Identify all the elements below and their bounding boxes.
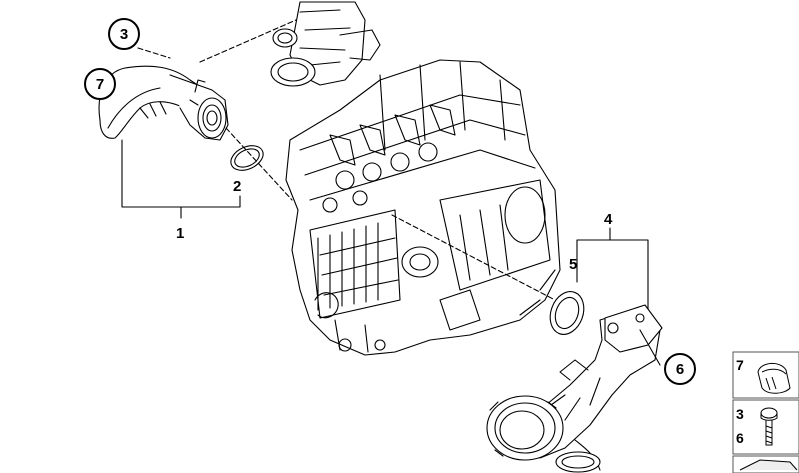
label-1: 1 (176, 225, 185, 242)
leader-3-housing (137, 19, 297, 63)
tool-icon (739, 459, 798, 471)
legend-num-7: 7 (736, 357, 744, 373)
legend-num-3: 3 (736, 406, 744, 422)
upper-hose (98, 65, 229, 141)
bracket-4 (576, 239, 649, 319)
lower-pipe (486, 304, 663, 473)
label-5: 5 (569, 256, 578, 273)
label-4: 4 (604, 211, 613, 228)
bracket-1 (121, 139, 241, 208)
o-ring-5 (549, 291, 585, 335)
label-2: 2 (233, 178, 242, 195)
screw-icon (760, 407, 778, 446)
callout-7: 7 (84, 68, 116, 100)
engine-block (285, 59, 561, 356)
callout-6: 6 (664, 353, 696, 385)
leader-5-6 (391, 214, 556, 301)
callout-3: 3 (108, 18, 140, 50)
legend-num-6: 6 (736, 430, 744, 446)
o-ring-2 (230, 145, 264, 171)
legend-panel (732, 351, 799, 473)
thermostat-housing (270, 1, 381, 87)
hose-clip-icon (757, 363, 791, 394)
